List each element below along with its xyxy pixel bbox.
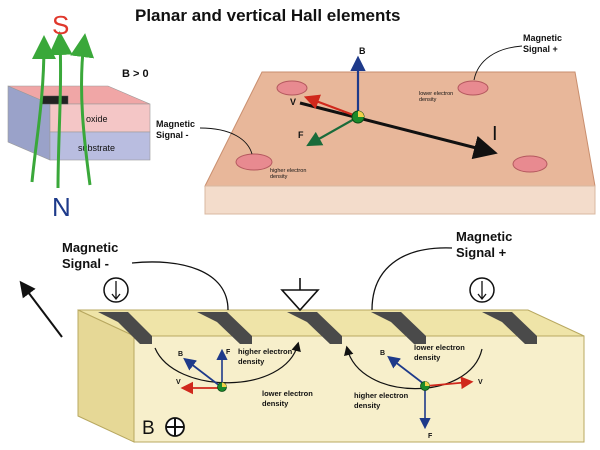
- sensor-pad: [41, 95, 69, 105]
- right-v-arrow: [425, 376, 474, 390]
- bottom-signal-plus-leader: [371, 247, 453, 311]
- planar-slab-illustration: oxide substrate S N B > 0: [7, 10, 151, 222]
- b-label: B: [359, 46, 366, 56]
- vertical-hall-illustration: B F V higher electron density lower elec…: [19, 229, 585, 443]
- contact-bottom-left: [235, 153, 273, 171]
- planar-plate-illustration: I B V F lower electron density higher el…: [156, 33, 596, 215]
- v-arrow: [303, 94, 357, 118]
- signal-plus-leader: [473, 45, 523, 81]
- current-arrow: [299, 101, 498, 160]
- right-electron-highlight: [425, 381, 430, 386]
- left-higher-line1: higher electron: [238, 347, 293, 356]
- oxide-label: oxide: [86, 114, 108, 124]
- current-label: I: [492, 123, 498, 145]
- left-b-arrow: [183, 357, 221, 387]
- field-label: B: [142, 418, 155, 439]
- bottom-signal-plus-line2: Signal +: [456, 245, 507, 260]
- field-line-3: [70, 33, 95, 186]
- electrode-1: [98, 312, 152, 344]
- left-f-label: F: [226, 349, 231, 356]
- right-lower-line1: lower electron: [414, 343, 465, 352]
- right-higher-line2: density: [354, 401, 381, 410]
- contact-bottom-right: [512, 155, 548, 173]
- field-line-2: [48, 31, 73, 189]
- left-lower-line2: density: [262, 399, 289, 408]
- higher-density-line1: higher electron: [270, 168, 306, 174]
- electrode-3: [287, 312, 342, 344]
- field-direction-arrow: [19, 280, 63, 338]
- electrode-4: [371, 312, 426, 344]
- lower-density-line2: density: [419, 97, 437, 103]
- right-b-arrow: [387, 355, 425, 385]
- contact-top-right: [457, 80, 489, 96]
- left-v-label: V: [176, 379, 181, 386]
- current-symbol-left: [103, 277, 129, 303]
- current-arc-left: [154, 341, 301, 384]
- signal-minus-line2: Signal -: [156, 130, 189, 140]
- right-f-label: F: [428, 433, 433, 440]
- signal-minus-line1: Magnetic: [156, 119, 195, 129]
- lower-density-line1: lower electron: [419, 91, 453, 97]
- substrate-label: substrate: [78, 143, 115, 153]
- signal-plus-line1: Magnetic: [523, 33, 562, 43]
- right-v-label: V: [478, 379, 483, 386]
- electrode-5: [482, 312, 537, 344]
- bottom-signal-minus-line1: Magnetic: [62, 240, 118, 255]
- bottom-signal-minus-leader: [131, 261, 229, 311]
- bottom-signal-plus-line1: Magnetic: [456, 229, 512, 244]
- f-label: F: [298, 130, 304, 140]
- plate-front-face: [204, 185, 596, 215]
- left-higher-line2: density: [238, 357, 265, 366]
- contact-top-left: [276, 80, 308, 96]
- left-electron-highlight: [222, 382, 227, 387]
- v-label: V: [290, 97, 296, 107]
- oxide-layer: [49, 103, 151, 133]
- f-arrow: [306, 117, 357, 147]
- field-condition-label: B > 0: [122, 68, 149, 80]
- substrate-layer: [49, 131, 151, 161]
- north-pole-label: N: [52, 192, 71, 222]
- right-higher-line1: higher electron: [354, 391, 409, 400]
- electron-highlight: [358, 111, 364, 117]
- diagram-title: Planar and vertical Hall elements: [135, 6, 401, 25]
- electrode-2: [197, 312, 252, 344]
- south-pole-label: S: [52, 10, 69, 40]
- into-page-symbol: [165, 417, 185, 437]
- higher-density-line2: density: [270, 174, 288, 180]
- field-line-1: [30, 35, 56, 183]
- current-arc-right: [344, 345, 483, 390]
- right-lower-line2: density: [414, 353, 441, 362]
- left-lower-line1: lower electron: [262, 389, 313, 398]
- left-b-label: B: [178, 351, 183, 358]
- signal-plus-line2: Signal +: [523, 44, 558, 54]
- bar-front-face: [133, 335, 585, 443]
- bottom-signal-minus-line2: Signal -: [62, 256, 109, 271]
- current-symbol-right: [469, 277, 495, 303]
- current-inflow-arrow: [280, 278, 320, 312]
- right-b-label: B: [380, 350, 385, 357]
- signal-minus-leader: [199, 127, 253, 155]
